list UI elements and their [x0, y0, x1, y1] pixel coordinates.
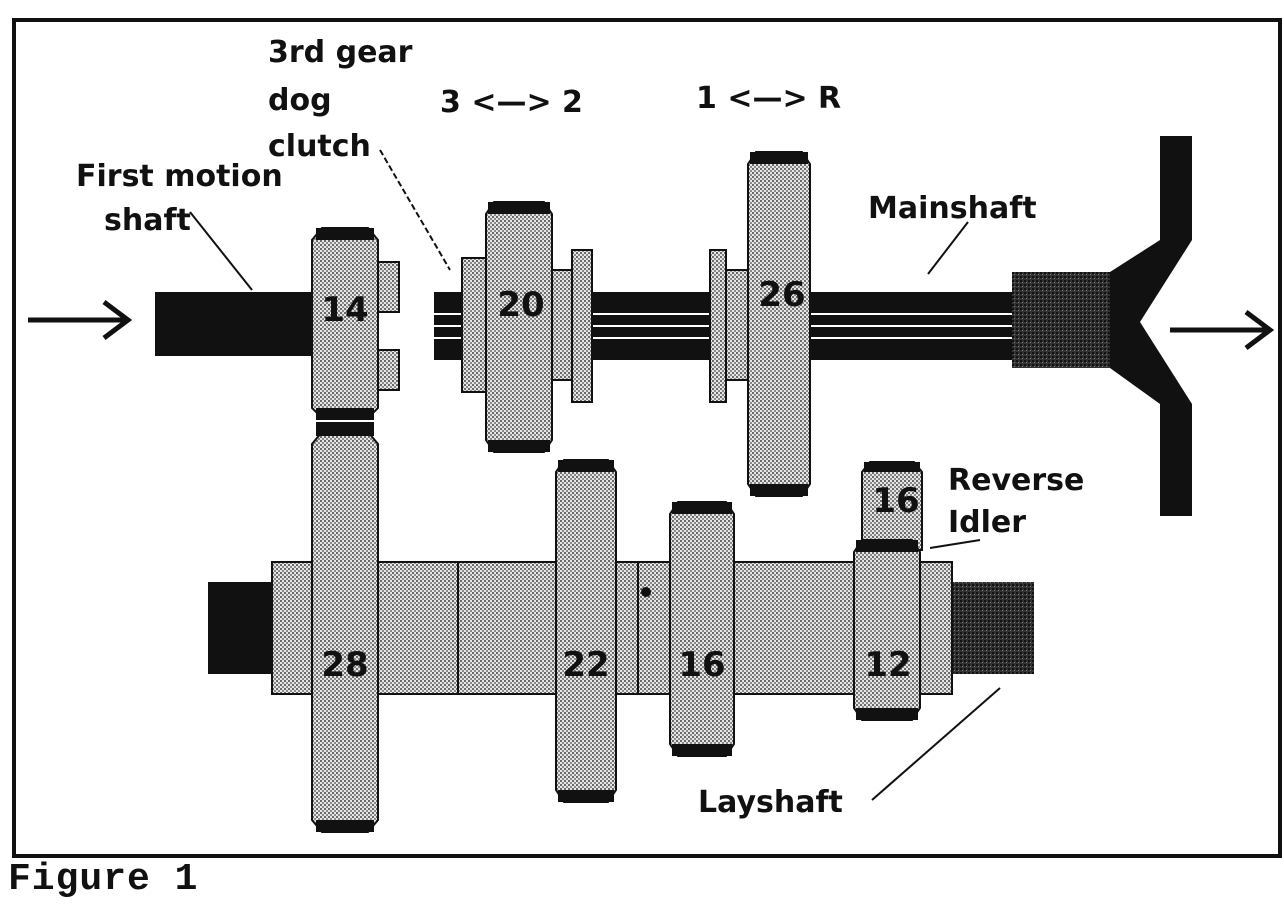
layshaft-2nd-gear: [555, 459, 617, 803]
third-gear-dog-clutch: [461, 257, 489, 393]
first-motion-shaft-label-line-1: First motion: [76, 159, 283, 194]
output-arrow: [1170, 310, 1275, 350]
synchro-sleeve-3-2: [571, 249, 593, 403]
layshaft-reverse-gear: [853, 539, 921, 721]
layshaft-leader: [871, 687, 1001, 801]
first-motion-gear-teeth-label: 14: [321, 290, 368, 330]
mainshaft-leader: [927, 221, 969, 275]
synchro-hub-3-2: [551, 269, 573, 381]
mainshaft-label: Mainshaft: [868, 191, 1037, 226]
reverse-idler-label-line-1: Reverse: [948, 463, 1084, 498]
reverse-idler-leader: [929, 539, 981, 549]
reverse-idler-label-line-2: Idler: [948, 505, 1026, 540]
layshaft-2nd-gear-teeth-label: 22: [562, 645, 609, 685]
selector-1-r-label: 1 <—> R: [696, 81, 841, 116]
synchro-hub-1-r: [725, 269, 751, 381]
layshaft-rear-end: [950, 582, 1034, 674]
mainshaft-1st-gear: [747, 151, 811, 497]
first-motion-shaft: [155, 292, 315, 356]
mainshaft-2nd-gear: [485, 201, 553, 453]
layshaft-1st-gear-teeth-label: 16: [678, 645, 725, 685]
reverse-idler-gear: [861, 461, 923, 551]
output-flange: [1012, 136, 1192, 516]
input-arrow: [28, 300, 133, 340]
layshaft-marker: [641, 587, 651, 597]
selector-3-2-label: 3 <—> 2: [440, 85, 583, 120]
layshaft-constant-gear-teeth-label: 28: [321, 645, 368, 685]
figure-caption: Figure 1: [8, 858, 199, 901]
layshaft-label: Layshaft: [698, 785, 843, 820]
first-motion-shaft-label-line-2: shaft: [104, 203, 191, 238]
synchro-sleeve-1-r: [709, 249, 727, 403]
reverse-idler-gear-teeth-label: 16: [872, 481, 919, 521]
dog-clutch-leader: [379, 149, 451, 271]
mainshaft-1st-gear-teeth-label: 26: [758, 275, 805, 315]
dog-clutch-label-line-3: clutch: [268, 129, 371, 164]
layshaft-constant-gear: [311, 422, 379, 833]
layshaft-front-end: [208, 582, 274, 674]
figure-frame: [12, 18, 1282, 858]
first-motion-shaft-leader: [189, 211, 253, 291]
layshaft-1st-gear: [669, 501, 735, 757]
mainshaft-2nd-gear-teeth-label: 20: [497, 285, 544, 325]
dog-clutch-label-line-2: dog: [268, 83, 332, 118]
first-motion-gear: [311, 227, 379, 420]
dog-clutch-label-line-1: 3rd gear: [268, 35, 413, 70]
layshaft-reverse-gear-teeth-label: 12: [864, 645, 911, 685]
